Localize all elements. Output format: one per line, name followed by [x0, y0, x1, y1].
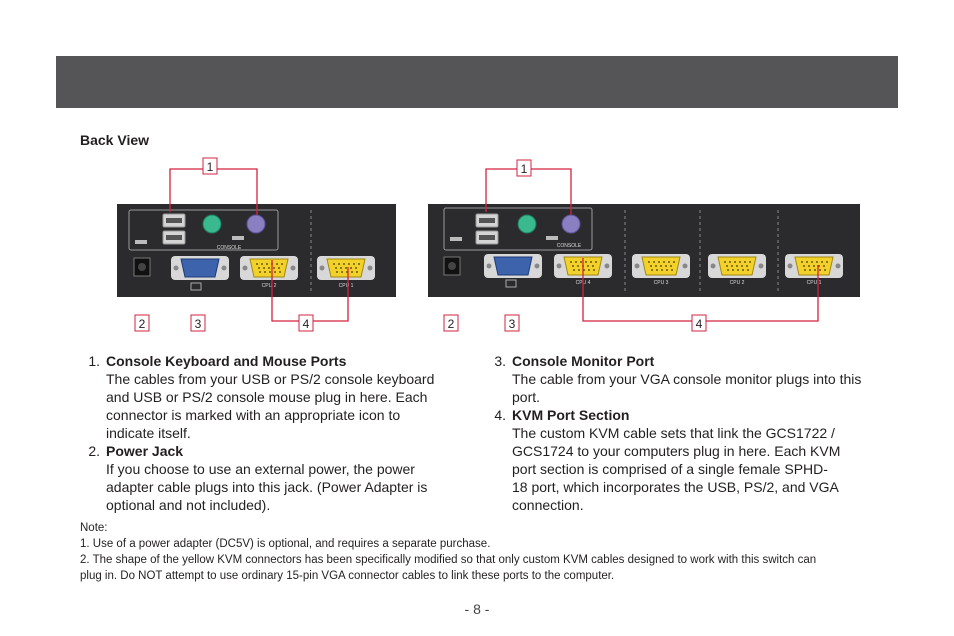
description-column-right: 3. Console Monitor Port The cable from y… [486, 352, 886, 514]
left-cpu2-port [239, 255, 299, 281]
svg-text:2: 2 [139, 317, 146, 331]
item-heading: Console Keyboard and Mouse Ports [106, 353, 347, 369]
list-item: 2. Power Jack If you choose to use an ex… [80, 442, 460, 514]
left-ps2-mouse-port [246, 214, 266, 234]
right-console-label: CONSOLE [557, 243, 582, 249]
svg-text:4: 4 [696, 317, 703, 331]
item-line: port section is comprised of a single fe… [512, 461, 828, 477]
item-line: connector is marked with an appropriate … [106, 407, 401, 423]
right-callout-3: 3 [504, 314, 520, 332]
item-line: 18 port, which incorporates the USB, PS/… [512, 479, 839, 495]
gcs1724-back-panel: CONSOLE CPU 4 CPU 3 CPU 2 CPU 1 [428, 204, 860, 297]
left-cpu1-port [316, 255, 376, 281]
left-callout-3: 3 [190, 314, 206, 332]
right-callout-4: 4 [691, 314, 707, 332]
svg-text:4: 4 [303, 317, 310, 331]
svg-text:3: 3 [509, 317, 516, 331]
right-ps2-mouse-port [561, 214, 581, 234]
item-heading: Console Monitor Port [512, 353, 655, 369]
item-line: and USB or PS/2 console mouse plug in he… [106, 389, 428, 405]
item-number: 4. [494, 407, 506, 423]
item-number: 3. [494, 353, 506, 369]
item-line: GCS1724 to your computers plug in here. … [512, 443, 841, 459]
right-cpu3-port [631, 253, 691, 279]
right-cpu1-port [784, 253, 844, 279]
left-callout-2: 2 [134, 314, 150, 332]
left-ps2-keyboard-port [202, 214, 222, 234]
left-callout-4: 4 [298, 314, 314, 332]
svg-text:2: 2 [448, 317, 455, 331]
page-number: - 8 - [464, 601, 490, 617]
item-line: The custom KVM cable sets that link the … [512, 425, 835, 441]
list-item: 3. Console Monitor Port The cable from y… [486, 352, 886, 406]
right-power-jack-hole [448, 262, 456, 270]
right-cpu2-label: CPU 2 [730, 280, 745, 286]
left-console-section [128, 209, 279, 251]
note-line-2b: plug in. Do NOT attempt to use ordinary … [80, 570, 615, 582]
section-title: Back View [80, 132, 150, 148]
svg-text:1: 1 [521, 162, 528, 176]
note-line-1: 1. Use of a power adapter (DC5V) is opti… [80, 538, 491, 550]
item-number: 2. [88, 443, 100, 459]
item-line: If you choose to use an external power, … [106, 461, 415, 477]
description-column-left: 1. Console Keyboard and Mouse Ports The … [80, 352, 460, 514]
right-monitor-icon [505, 279, 517, 288]
right-ps2-keyboard-port [517, 214, 537, 234]
item-heading: Power Jack [106, 443, 184, 459]
note-line-2a: 2. The shape of the yellow KVM connector… [80, 554, 817, 566]
left-cpu1-label: CPU 1 [339, 283, 354, 289]
left-cpu2-label: CPU 2 [262, 283, 277, 289]
left-kb-icon [232, 236, 244, 240]
item-line: connection. [512, 497, 584, 513]
left-callout-1: 1 [202, 157, 218, 175]
item-heading: KVM Port Section [512, 407, 630, 423]
left-monitor-icon [190, 282, 202, 291]
right-cpu1-label: CPU 1 [807, 280, 822, 286]
header-bar [56, 56, 898, 108]
right-cpu3-label: CPU 3 [654, 280, 669, 286]
right-kb-icon [546, 236, 558, 240]
item-line: indicate itself. [106, 425, 191, 441]
list-item: 4. KVM Port Section The custom KVM cable… [486, 406, 886, 514]
left-console-vga-port [170, 255, 230, 281]
svg-text:1: 1 [207, 160, 214, 174]
right-console-section [443, 207, 593, 251]
right-cpu2-port [707, 253, 767, 279]
right-keyboard-icon [450, 237, 462, 241]
gcs1722-back-panel: CONSOLE CPU 2 CPU 1 [117, 204, 396, 297]
item-line: adapter cable plugs into this jack. (Pow… [106, 479, 428, 495]
right-callout-1: 1 [516, 159, 532, 177]
left-keyboard-icon [135, 240, 147, 244]
list-item: 1. Console Keyboard and Mouse Ports The … [80, 352, 460, 442]
right-callout-2: 2 [443, 314, 459, 332]
item-line: optional and not included). [106, 497, 271, 513]
item-line: The cables from your USB or PS/2 console… [106, 371, 435, 387]
item-line: The cable from your VGA console monitor … [512, 371, 862, 387]
left-power-jack-hole [138, 263, 146, 271]
svg-text:3: 3 [195, 317, 202, 331]
right-console-vga-port [483, 253, 543, 279]
note-label: Note: [80, 522, 108, 534]
back-view-diagram: CONSOLE CPU 2 CPU 1 1 2 3 4 [117, 157, 860, 332]
note-section: Note: 1. Use of a power adapter (DC5V) i… [80, 520, 910, 584]
item-line: port. [512, 389, 541, 405]
left-console-label: CONSOLE [217, 245, 242, 251]
item-number: 1. [88, 353, 100, 369]
